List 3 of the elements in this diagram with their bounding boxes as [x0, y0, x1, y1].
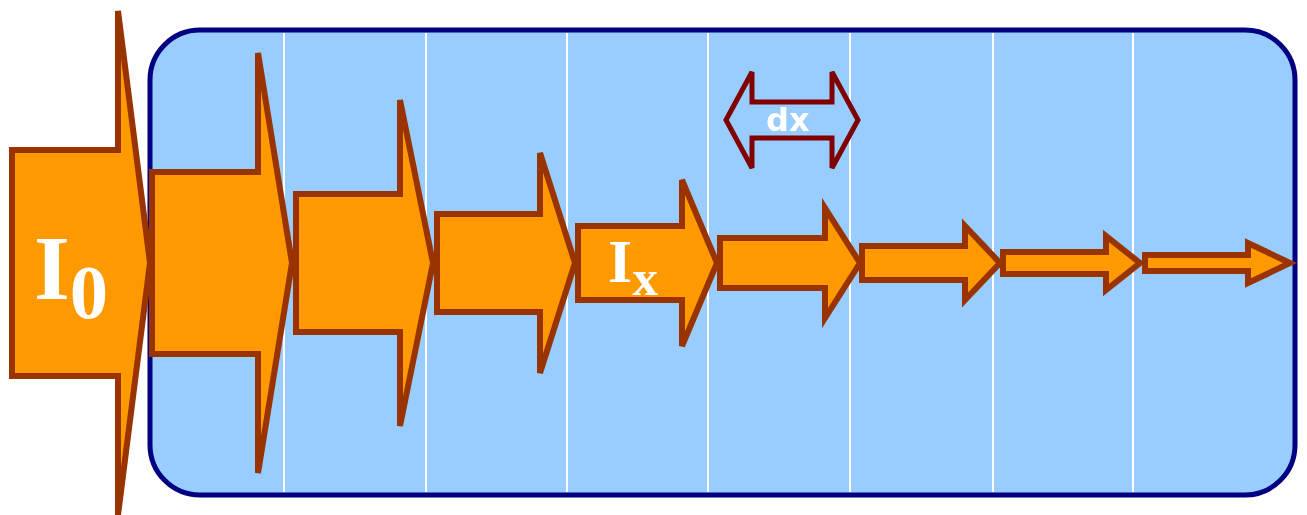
intensity-symbol: I$_{x}$	[608, 230, 658, 305]
dimension-label: dx	[766, 104, 810, 136]
intensity-symbol: I$_{0}$	[34, 222, 109, 333]
